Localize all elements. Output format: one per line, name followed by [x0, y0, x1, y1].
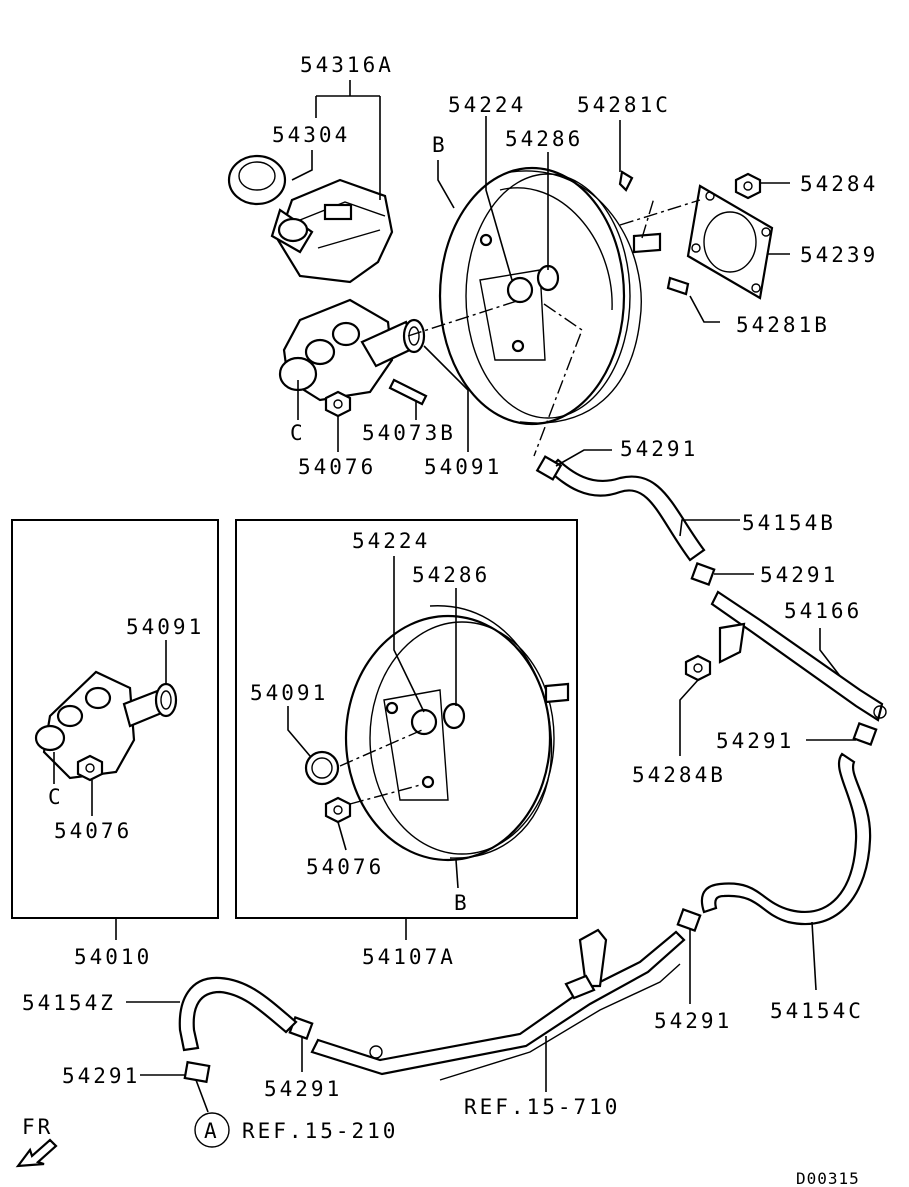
- gasket-plate: [686, 184, 774, 300]
- label-54316A: 54316A: [300, 53, 394, 77]
- reservoir-cap-icon: [227, 154, 314, 254]
- reference-a-callout: A: [194, 1112, 230, 1148]
- front-label: FR: [22, 1115, 53, 1139]
- diagram-code: D00315: [796, 1169, 860, 1187]
- label-ref-15-710: REF.15-710: [464, 1095, 620, 1119]
- hose-clamp-icon: [676, 907, 702, 933]
- label-54281C: 54281C: [577, 93, 671, 117]
- master-cylinder-small: [34, 670, 178, 782]
- label-54154Z: 54154Z: [22, 991, 116, 1015]
- label-54166: 54166: [784, 599, 862, 623]
- label-54073B: 54073B: [362, 421, 456, 445]
- nut-icon: [734, 172, 762, 200]
- front-direction-marker: FR: [15, 1115, 58, 1168]
- seal-ring-icon: [304, 750, 340, 786]
- label-54291-a: 54291: [620, 437, 698, 461]
- seal-ring-icon: [402, 318, 426, 354]
- label-54284: 54284: [800, 172, 878, 196]
- box-master-cylinder-kit: [11, 519, 219, 919]
- label-54154B: 54154B: [742, 511, 836, 535]
- label-54010: 54010: [74, 945, 152, 969]
- brake-booster-box: [344, 605, 570, 862]
- label-ref-15-210: REF.15-210: [242, 1119, 398, 1143]
- vacuum-pipe-ref-15-710: [310, 928, 686, 1081]
- label-54091-box: 54091: [250, 681, 328, 705]
- label-54291-e: 54291: [264, 1077, 342, 1101]
- label-54284B: 54284B: [632, 763, 726, 787]
- label-54107A: 54107A: [362, 945, 456, 969]
- vacuum-hose-54154Z: [178, 976, 298, 1052]
- nut-icon: [324, 390, 352, 418]
- label-54224-box: 54224: [352, 529, 430, 553]
- label-54076-left: 54076: [54, 819, 132, 843]
- label-54224-top: 54224: [448, 93, 526, 117]
- leader-lines: [53, 80, 856, 1113]
- label-54281B: 54281B: [736, 313, 830, 337]
- label-54239: 54239: [800, 243, 878, 267]
- label-circle-a: A: [204, 1119, 220, 1143]
- label-C-left: C: [48, 785, 64, 809]
- nut-icon: [324, 796, 352, 824]
- label-54154C: 54154C: [770, 999, 864, 1023]
- nut-icon: [684, 654, 712, 682]
- label-54304: 54304: [272, 123, 350, 147]
- label-54091-top: 54091: [424, 455, 502, 479]
- vacuum-hose-54154C: [700, 752, 872, 925]
- label-54286-top: 54286: [505, 127, 583, 151]
- label-54091-left: 54091: [126, 615, 204, 639]
- label-54076-top: 54076: [298, 455, 376, 479]
- label-B-box: B: [454, 891, 470, 915]
- label-54291-f: 54291: [654, 1009, 732, 1033]
- brake-booster-top: [438, 166, 662, 426]
- label-54076-box: 54076: [306, 855, 384, 879]
- master-cylinder-assembly: [227, 154, 428, 418]
- seal-ring-icon: [154, 682, 178, 718]
- label-B-top: B: [432, 133, 448, 157]
- label-54286-box: 54286: [412, 563, 490, 587]
- nut-icon: [76, 754, 104, 782]
- label-C-top: C: [290, 421, 306, 445]
- vacuum-pipe-54166: [710, 590, 887, 722]
- hose-clamp-icon: [690, 561, 716, 587]
- label-54291-d: 54291: [62, 1064, 140, 1088]
- vacuum-hose-54154B: [546, 458, 706, 562]
- hose-clamp-icon: [183, 1060, 211, 1084]
- hose-clamp-icon: [535, 455, 563, 481]
- hose-clamp-icon: [852, 721, 878, 747]
- front-arrow-icon: [15, 1138, 58, 1168]
- label-54291-b: 54291: [760, 563, 838, 587]
- label-54291-c: 54291: [716, 729, 794, 753]
